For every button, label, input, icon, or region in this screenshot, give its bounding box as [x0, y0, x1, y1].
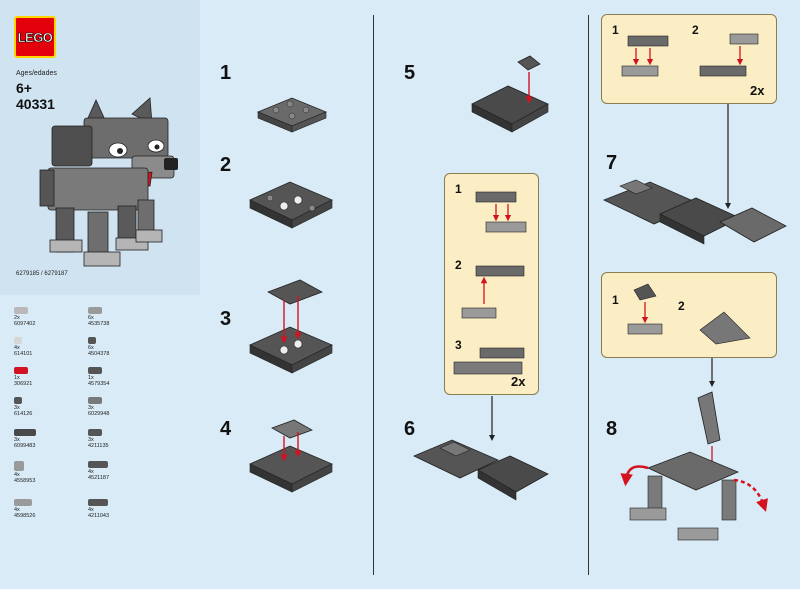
part-qty: 6x: [88, 345, 94, 351]
multiplier-label: 2x: [750, 83, 765, 98]
age-label: Ages/edades: [16, 70, 57, 77]
part-qty: 1x: [88, 375, 94, 381]
step5-assembly: [471, 55, 549, 133]
age-value: 6+: [16, 80, 32, 96]
part-item: 2x 6097402: [14, 307, 35, 327]
part-item: 4x 4211043: [88, 499, 109, 519]
part-item: 3x 6029948: [88, 397, 109, 417]
step7-callout: 1 2 2x: [601, 14, 777, 104]
substep-number: 1: [455, 182, 462, 196]
step-number: 1: [220, 62, 232, 84]
part-icon: [14, 367, 28, 374]
part-item: 1x 4579354: [88, 367, 109, 387]
parts-list: 2x 6097402 6x 4535738 4x 614101 6x 45043…: [0, 295, 200, 589]
part-qty: 4x: [88, 507, 94, 513]
part-id: 4535738: [88, 321, 110, 327]
part-icon: [14, 499, 32, 506]
part-icon: [88, 461, 108, 468]
step-number: 6: [404, 418, 416, 440]
part-id: 614126: [14, 411, 33, 417]
step-number: 7: [606, 152, 618, 174]
part-item: 6x 4504378: [88, 337, 109, 357]
part-icon: [88, 307, 102, 314]
part-qty: 3x: [88, 405, 94, 411]
part-id: 6099483: [14, 443, 36, 449]
step-number: 8: [606, 418, 618, 440]
part-item: 1x 306921: [14, 367, 32, 387]
part-item: 3x 4211135: [88, 429, 109, 449]
part-icon: [88, 397, 102, 404]
substep-number: 2: [692, 23, 699, 37]
step4-assembly: [249, 419, 333, 493]
part-icon: [14, 397, 22, 404]
part-id: 4558953: [14, 478, 36, 484]
part-icon: [88, 337, 96, 344]
step7-assembly: [602, 104, 787, 245]
multiplier-label: 2x: [511, 374, 526, 389]
wolf-model-image: [39, 97, 178, 267]
part-icon: [88, 499, 108, 506]
part-item: 4x 4521187: [88, 461, 109, 481]
set-number: 40331: [16, 96, 55, 112]
logo-text: LEGO: [17, 29, 53, 45]
part-id: 4211135: [88, 443, 109, 449]
part-qty: 6x: [88, 315, 94, 321]
part-item: 4x 614101: [14, 337, 32, 357]
step3-assembly: [249, 279, 333, 374]
substep-number: 2: [455, 258, 462, 272]
part-id: 4598526: [14, 513, 36, 519]
part-item: 4x 4558953: [14, 461, 35, 484]
part-icon: [14, 429, 36, 436]
step1-plate: [256, 97, 328, 133]
part-id: 6029948: [88, 411, 110, 417]
part-icon: [14, 307, 28, 314]
step2-assembly: [249, 181, 333, 229]
step7-substeps: [621, 33, 759, 77]
part-qty: 3x: [14, 437, 20, 443]
part-qty: 2x: [14, 315, 20, 321]
part-item: 3x 614126: [14, 397, 32, 417]
part-id: 4504378: [88, 351, 110, 357]
part-qty: 3x: [14, 405, 20, 411]
part-item: 3x 6099483: [14, 429, 36, 449]
part-qty: 4x: [14, 472, 20, 478]
part-id: 4579354: [88, 381, 110, 387]
part-id: 4521187: [88, 475, 110, 481]
part-icon: [14, 461, 24, 471]
part-item: 4x 4598526: [14, 499, 35, 519]
substep-number: 3: [455, 338, 462, 352]
cover-panel: LEGO Ages/edades 6+ 40331: [0, 0, 200, 295]
step-number: 3: [220, 308, 232, 330]
part-item: 6x 4535738: [88, 307, 109, 327]
substep-number: 1: [612, 293, 619, 307]
part-icon: [14, 337, 22, 344]
part-id: 4211043: [88, 513, 110, 519]
step6-assembly: [413, 396, 549, 501]
part-icon: [88, 367, 102, 374]
step-number: 5: [404, 62, 416, 84]
step8-substeps: [627, 283, 751, 345]
part-qty: 1x: [14, 375, 20, 381]
step-number: 2: [220, 154, 232, 176]
step8-assembly: [620, 358, 768, 541]
part-qty: 4x: [88, 469, 94, 475]
step8-callout: 1 2: [601, 272, 777, 358]
substep-number: 2: [678, 299, 685, 313]
part-id: 6097402: [14, 321, 36, 327]
element-codes: 6279185 / 6279187: [16, 271, 68, 277]
step-number: 4: [220, 418, 232, 440]
substep-number: 1: [612, 23, 619, 37]
part-qty: 3x: [88, 437, 94, 443]
step6-substeps: [453, 191, 527, 375]
column-divider: [588, 15, 589, 575]
part-id: 614101: [14, 351, 33, 357]
column-divider: [373, 15, 374, 575]
part-qty: 4x: [14, 507, 20, 513]
part-id: 306921: [14, 381, 33, 387]
part-qty: 4x: [14, 345, 20, 351]
lego-logo: LEGO: [14, 16, 56, 58]
part-icon: [88, 429, 102, 436]
